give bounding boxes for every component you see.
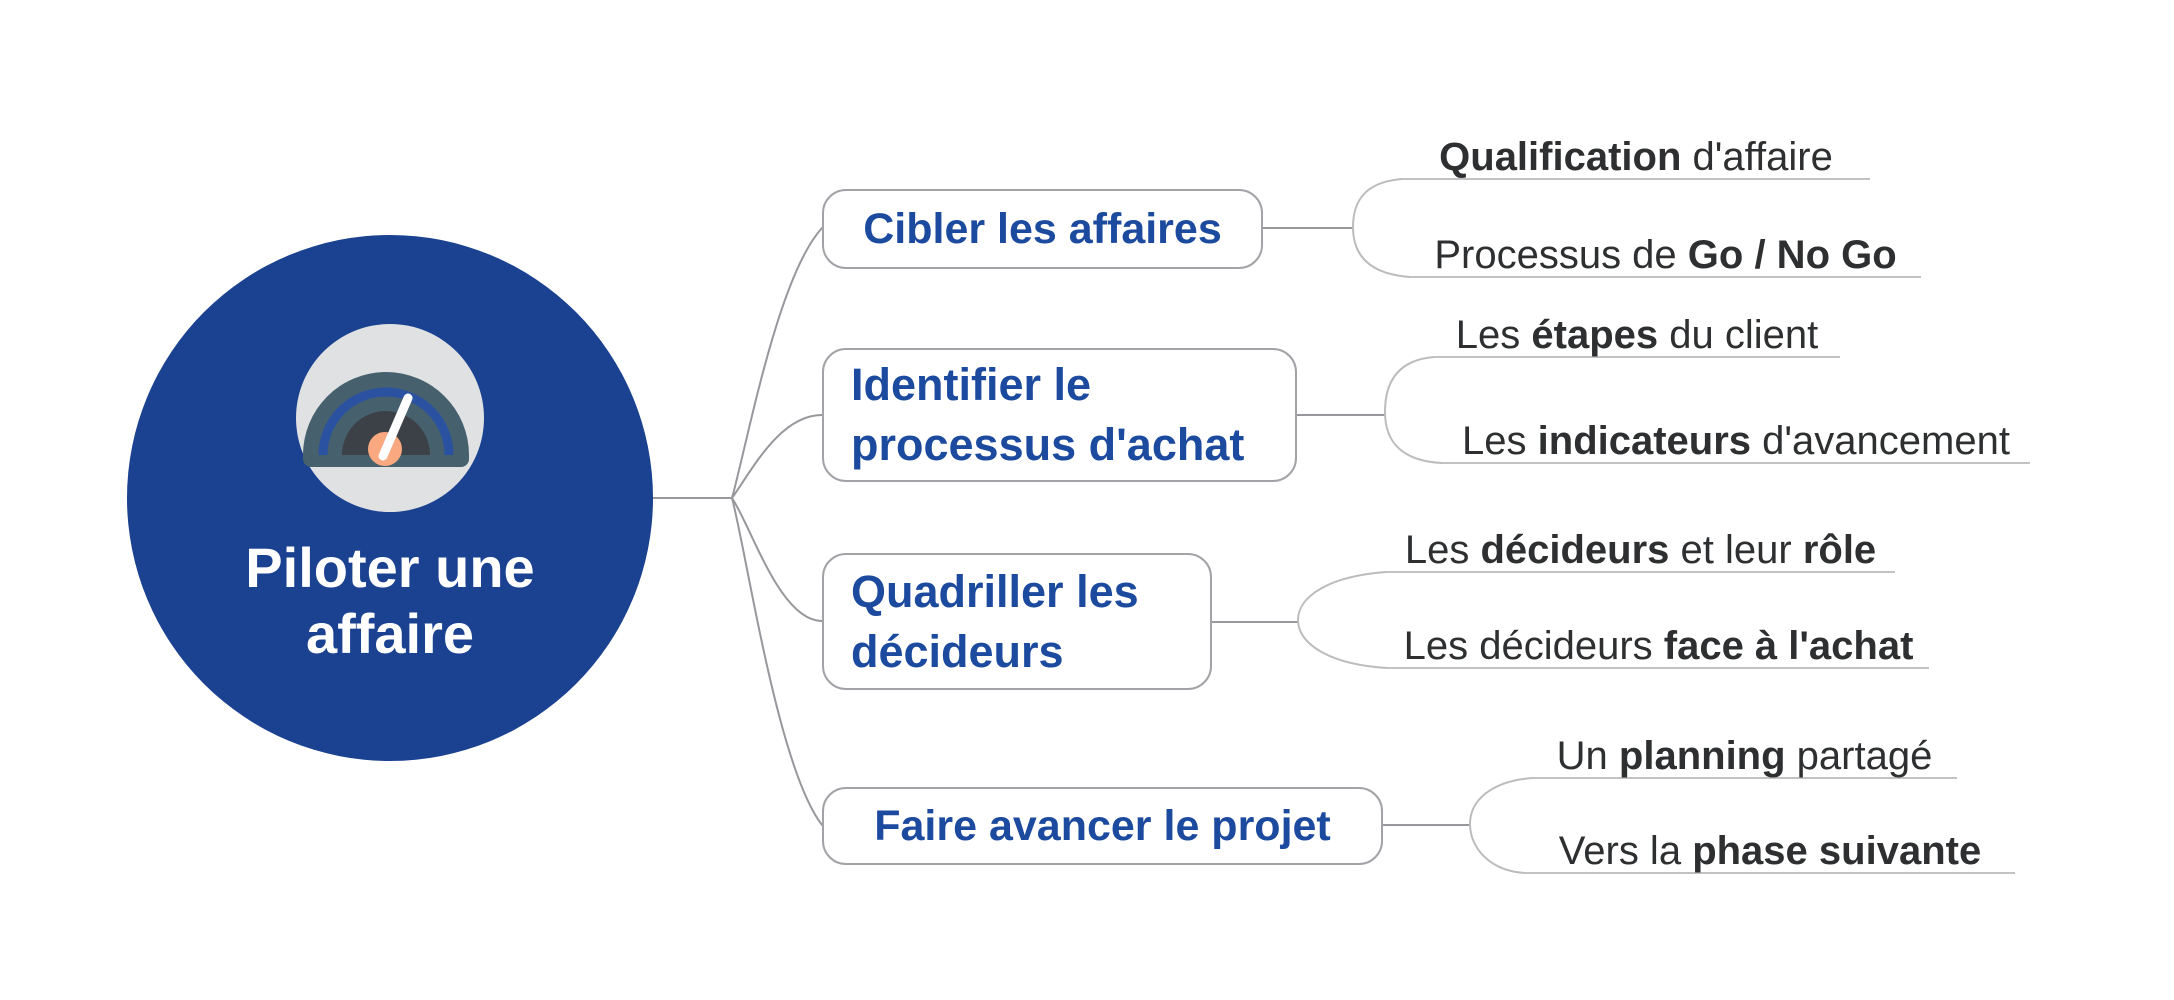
- central-topic[interactable]: Piloter une affaire: [127, 235, 653, 761]
- branch-curve-4: [731, 497, 823, 826]
- leaf-les-etapes-du-client[interactable]: Les étapes du client: [1434, 311, 1840, 359]
- branch-node-label: Quadriller les décideurs: [851, 565, 1139, 677]
- leaf-text-segment: et leur: [1669, 528, 1803, 572]
- branch-node-quadriller-les-decideurs[interactable]: Quadriller les décideurs: [822, 553, 1212, 690]
- branch-node-faire-avancer-le-projet[interactable]: Faire avancer le projet: [822, 787, 1383, 865]
- leaf-bracket-2: [1383, 356, 1443, 464]
- leaf-text-segment: face à l'achat: [1663, 624, 1914, 668]
- branch-curve-1: [731, 227, 823, 499]
- leaf-text-segment: Vers la: [1558, 829, 1693, 873]
- leaf-un-planning-partage[interactable]: Un planning partagé: [1532, 732, 1957, 780]
- leaf-text-segment: Qualification: [1439, 135, 1682, 179]
- central-topic-label: Piloter une affaire: [245, 536, 535, 665]
- leaf-text-segment: phase suivante: [1692, 829, 1982, 873]
- leaf-bracket-1: [1351, 178, 1411, 278]
- leaf-text-segment: d'avancement: [1751, 419, 2010, 463]
- leaf-text-segment: Un: [1556, 734, 1619, 778]
- leaf-les-decideurs-et-leur-role[interactable]: Les décideurs et leur rôle: [1386, 526, 1895, 574]
- leaf-bracket-3: [1296, 571, 1389, 669]
- leaf-text-segment: Les décideurs: [1403, 624, 1664, 668]
- leaf-text-segment: partagé: [1785, 734, 1933, 778]
- branch-node-label: Faire avancer le projet: [874, 801, 1331, 850]
- leaf-text-segment: Les: [1462, 419, 1538, 463]
- branch-node-label: Cibler les affaires: [863, 204, 1222, 253]
- leaf-processus-de-go-no-go[interactable]: Processus de Go / No Go: [1410, 231, 1921, 279]
- branch-curve-3: [731, 497, 823, 622]
- leaf-text-segment: du client: [1658, 313, 1819, 357]
- branch-curve-2: [731, 414, 823, 499]
- leaf-text-segment: décideurs: [1480, 528, 1670, 572]
- branch-node-identifier-le-processus-dachat[interactable]: Identifier le processus d'achat: [822, 348, 1297, 482]
- leaf-text-segment: rôle: [1802, 528, 1877, 572]
- leaf-bracket-4: [1468, 777, 1533, 874]
- leaf-text-segment: Les: [1455, 313, 1532, 357]
- leaf-les-indicateurs-davancement[interactable]: Les indicateurs d'avancement: [1442, 417, 2030, 465]
- leaf-qualification-daffaire[interactable]: Qualification d'affaire: [1402, 133, 1870, 181]
- speedometer-gauge-icon: [296, 324, 484, 512]
- leaf-text-segment: Processus de: [1434, 233, 1688, 277]
- branch-node-label: Identifier le processus d'achat: [851, 359, 1245, 470]
- leaf-text-segment: Les: [1404, 528, 1481, 572]
- leaf-les-decideurs-face-a-lachat[interactable]: Les décideurs face à l'achat: [1388, 622, 1929, 670]
- branch-node-cibler-les-affaires[interactable]: Cibler les affaires: [822, 189, 1263, 269]
- leaf-text-segment: planning: [1618, 734, 1786, 778]
- leaf-vers-la-phase-suivante[interactable]: Vers la phase suivante: [1525, 827, 2015, 875]
- leaf-text-segment: d'affaire: [1681, 135, 1833, 179]
- leaf-text-segment: étapes: [1531, 313, 1659, 357]
- leaf-text-segment: indicateurs: [1537, 419, 1752, 463]
- leaf-text-segment: Go / No Go: [1687, 233, 1897, 277]
